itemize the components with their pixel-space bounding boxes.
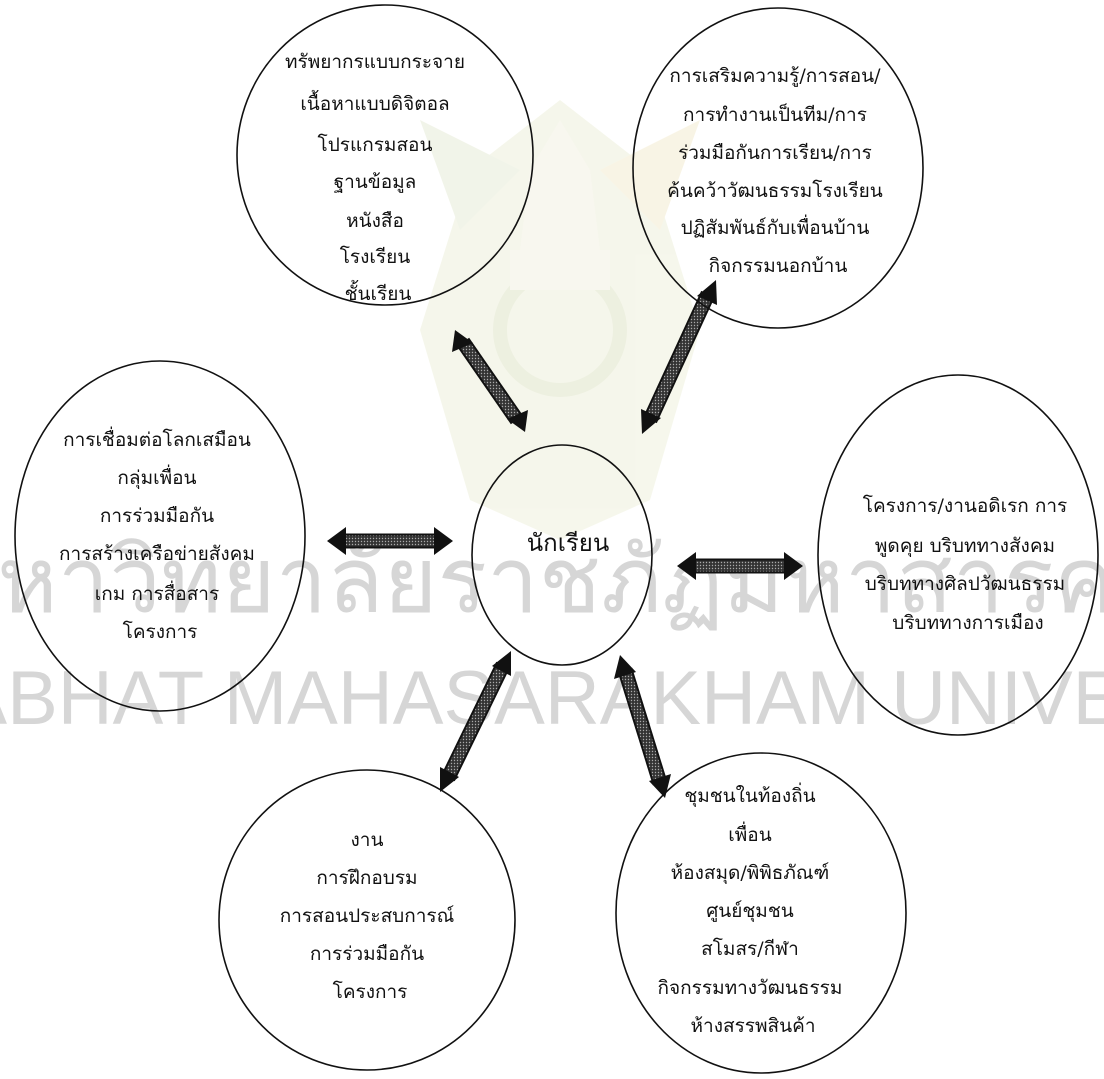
center-label: นักเรียน — [527, 529, 610, 557]
node-line: เกม การสื่อสาร — [95, 580, 219, 605]
node-line: พูดคุย บริบททางสังคม — [875, 535, 1055, 558]
node-ellipse — [236, 4, 534, 306]
node-line: ชุมชนในท้องถิ่น — [684, 782, 815, 808]
node-text: โครงการ/งานอดิเรก การ พูดคุย บริบททางสัง… — [863, 494, 1074, 634]
node-line: บริบททางการเมือง — [892, 612, 1043, 634]
node-bottomright: ชุมชนในท้องถิ่น เพื่อน ห้องสมุด/พิพิธภัณ… — [615, 752, 907, 1074]
node-line: ฐานข้อมูล — [334, 171, 417, 193]
node-text: การเสริมความรู้/การสอน/ การทำงานเป็นทีม/… — [667, 65, 889, 277]
arrows — [327, 280, 803, 798]
watermark-logo — [420, 100, 700, 540]
center-node: นักเรียน — [471, 444, 653, 666]
arrow-center-left — [327, 527, 453, 555]
node-line: ปฏิสัมพันธ์กับเพื่อนบ้าน — [681, 214, 870, 239]
node-line: กิจกรรมทางวัฒนธรรม — [658, 977, 843, 999]
node-ellipse — [14, 360, 306, 712]
node-line: บริบททางศิลปวัฒนธรรม — [865, 573, 1065, 595]
watermark-english: RAJABHAT MAHASARAKHAM UNIVERSITY — [0, 656, 1104, 741]
node-text: งาน การฝึกอบรม การสอนประสบการณ์ การร่วมม… — [280, 829, 461, 1003]
node-line: ห้างสรรพสินค้า — [691, 1015, 816, 1037]
node-topleft: ทรัพยากรแบบกระจาย เนื้อหาแบบดิจิตอล โปรแ… — [236, 4, 534, 306]
node-line: ร่วมมือกันการเรียน/การ — [678, 142, 872, 164]
node-line: การทำงานเป็นทีม/การ — [683, 102, 867, 126]
arrow-center-topright — [641, 280, 717, 434]
node-line: การฝึกอบรม — [316, 867, 417, 889]
node-line: การเสริมความรู้/การสอน/ — [669, 65, 881, 87]
node-right: โครงการ/งานอดิเรก การ พูดคุย บริบททางสัง… — [817, 374, 1099, 736]
node-line: โครงการ — [123, 620, 198, 643]
node-line: การเชื่อมต่อโลกเสมือน — [63, 426, 251, 451]
node-ellipse — [817, 374, 1099, 736]
node-line: โรงเรียน — [340, 245, 411, 268]
node-line: ห้องสมุด/พิพิธภัณฑ์ — [671, 862, 830, 885]
node-text: ชุมชนในท้องถิ่น เพื่อน ห้องสมุด/พิพิธภัณ… — [658, 782, 849, 1037]
node-line: การร่วมมือกัน — [310, 943, 424, 965]
arrow-center-right — [677, 552, 803, 580]
node-line: การสร้างเครือข่ายสังคม — [59, 543, 255, 565]
arrow-center-topleft — [452, 330, 528, 432]
node-line: เพื่อน — [728, 821, 771, 846]
node-text: ทรัพยากรแบบกระจาย เนื้อหาแบบดิจิตอล โปรแ… — [285, 51, 471, 305]
node-ellipse — [632, 7, 924, 329]
node-topright: การเสริมความรู้/การสอน/ การทำงานเป็นทีม/… — [632, 7, 924, 329]
node-line: งาน — [351, 829, 384, 851]
node-line: หนังสือ — [346, 210, 404, 232]
node-line: ชั้นเรียน — [345, 280, 412, 305]
node-line: ทรัพยากรแบบกระจาย — [285, 51, 465, 73]
node-left: การเชื่อมต่อโลกเสมือน กลุ่มเพื่อน การร่ว… — [14, 360, 306, 712]
node-line: ศูนย์ชุมชน — [706, 900, 794, 923]
node-ellipse — [218, 769, 516, 1071]
node-line: การสอนประสบการณ์ — [280, 905, 455, 927]
node-line: โครงการ — [333, 980, 408, 1003]
node-line: ค้นคว้าวัฒนธรรมโรงเรียน — [667, 179, 883, 202]
node-line: การร่วมมือกัน — [100, 505, 214, 527]
center-ellipse — [471, 444, 653, 666]
node-ellipse — [615, 752, 907, 1074]
node-bottomleft: งาน การฝึกอบรม การสอนประสบการณ์ การร่วมม… — [218, 769, 516, 1071]
node-line: เนื้อหาแบบดิจิตอล — [300, 90, 449, 115]
watermark-thai: มหาวิทยาลัยราชภัฏมหาสารคาม — [0, 530, 1104, 632]
node-line: สโมสร/กีฬา — [701, 937, 799, 960]
node-line: โครงการ/งานอดิเรก การ — [863, 494, 1067, 517]
node-line: กิจกรรมนอกบ้าน — [709, 255, 848, 277]
node-text: การเชื่อมต่อโลกเสมือน กลุ่มเพื่อน การร่ว… — [59, 426, 261, 643]
arrow-center-bottomleft — [440, 651, 511, 792]
node-line: โปรแกรมสอน — [318, 133, 433, 156]
node-line: กลุ่มเพื่อน — [117, 464, 196, 490]
